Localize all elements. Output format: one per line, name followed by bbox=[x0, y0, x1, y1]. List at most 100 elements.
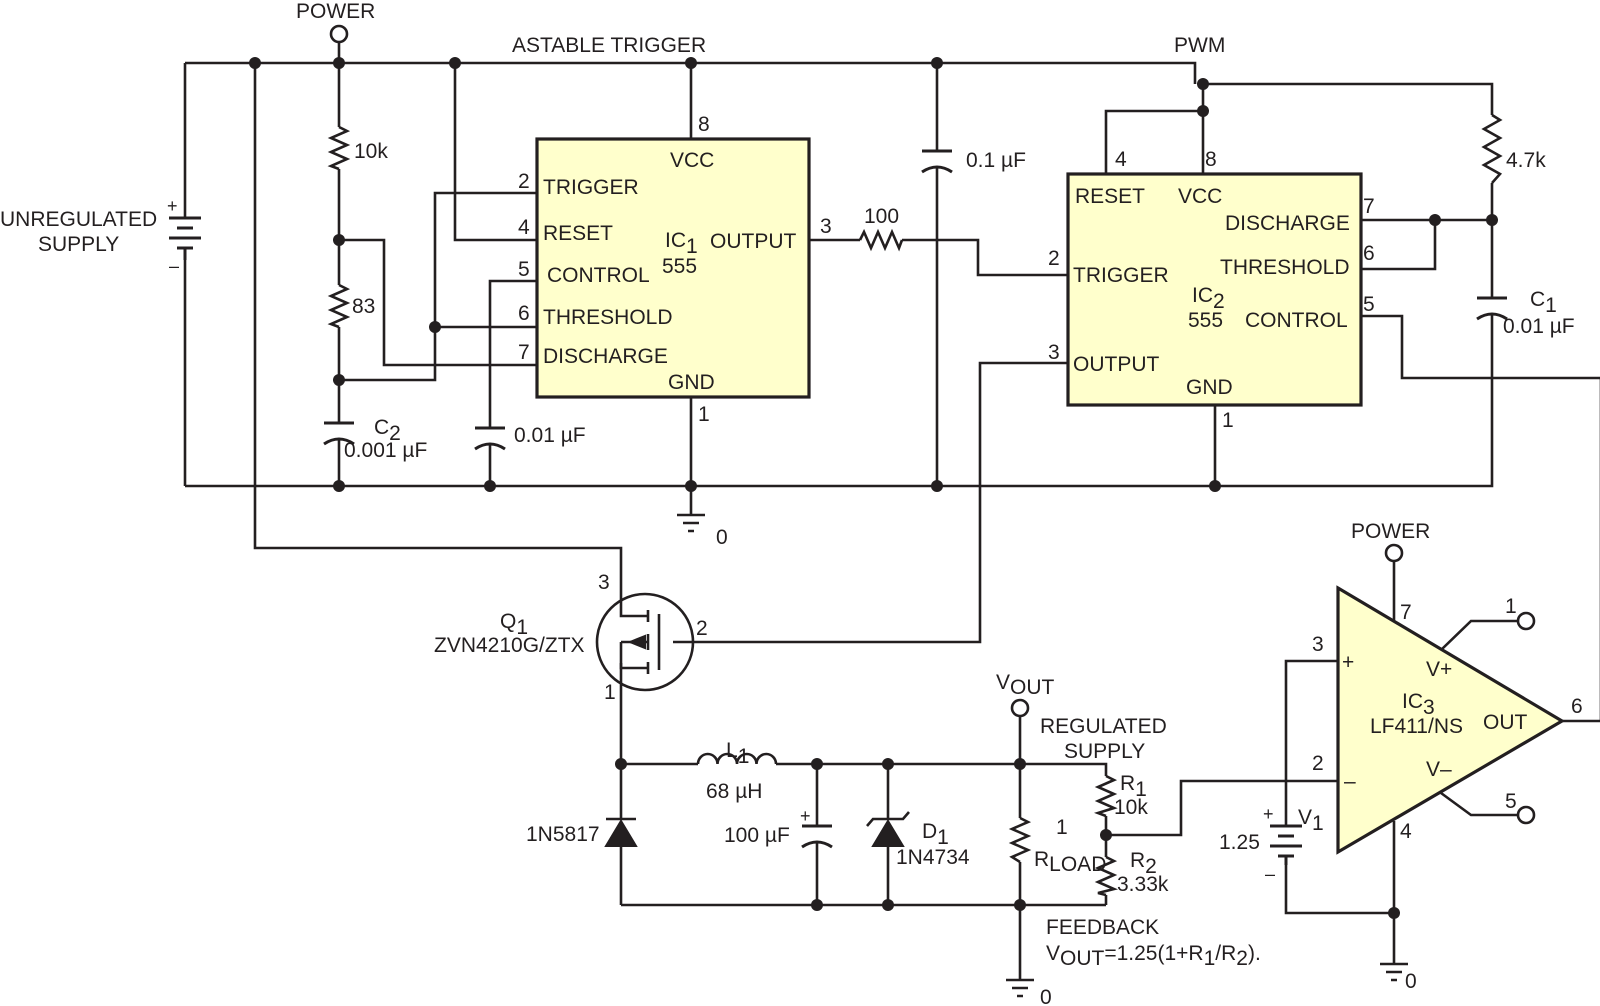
schottky-diode-icon bbox=[604, 817, 638, 847]
ic1-discharge-label: DISCHARGE bbox=[543, 345, 668, 368]
capacitor-100uf-icon bbox=[801, 824, 833, 849]
ic3-in-plus: + bbox=[1342, 651, 1354, 674]
resistor-r1-icon bbox=[1093, 774, 1118, 818]
ic3-pin2: 2 bbox=[1312, 752, 1324, 775]
l1-name: L1 bbox=[726, 739, 749, 768]
capacitor-control-icon bbox=[474, 426, 506, 451]
astable-trigger-label: ASTABLE TRIGGER bbox=[512, 34, 706, 57]
ic2-gnd-label: GND bbox=[1186, 376, 1233, 399]
r2-name: R2 bbox=[1130, 849, 1157, 878]
ic2-pin1: 1 bbox=[1222, 409, 1234, 432]
ic3-out: OUT bbox=[1483, 711, 1528, 734]
ic2-trigger-label: TRIGGER bbox=[1073, 264, 1169, 287]
ic1-trigger-label: TRIGGER bbox=[543, 176, 639, 199]
ic1-name: IC1 bbox=[665, 229, 698, 258]
ground-symbols bbox=[677, 513, 1408, 998]
r100-label: 100 bbox=[864, 205, 899, 228]
ic1-vcc-label: VCC bbox=[670, 149, 714, 172]
ic3-pin3: 3 bbox=[1312, 633, 1324, 656]
resistor-100-icon bbox=[858, 228, 904, 252]
ic2-pin2: 2 bbox=[1048, 247, 1060, 270]
battery-v1-icon bbox=[1270, 824, 1302, 865]
ground-icon bbox=[1006, 978, 1034, 998]
ic1-threshold-label: THRESHOLD bbox=[543, 306, 673, 329]
ic3-pin1: 1 bbox=[1505, 595, 1517, 618]
vout-formula: VOUT=1.25(1+R1/R2). bbox=[1046, 942, 1261, 970]
pwm-label: PWM bbox=[1174, 34, 1225, 57]
resistor-10k-icon bbox=[327, 125, 351, 171]
q1-name: Q1 bbox=[500, 610, 528, 639]
v1-name: V1 bbox=[1298, 806, 1324, 835]
ic3-pin5: 5 bbox=[1505, 790, 1517, 813]
v1-plus: + bbox=[1263, 804, 1274, 824]
r1-value: 10k bbox=[1114, 796, 1148, 819]
rload-num: 1 bbox=[1056, 816, 1068, 839]
ic3-name: IC3 bbox=[1402, 690, 1435, 719]
power-label-top: POWER bbox=[296, 0, 375, 23]
ic2-discharge-label: DISCHARGE bbox=[1225, 212, 1350, 235]
ground-label-2: 0 bbox=[1040, 986, 1052, 1006]
ic1-pin4: 4 bbox=[518, 216, 530, 239]
ground-icon bbox=[1380, 962, 1408, 982]
ic3-in-minus: – bbox=[1344, 770, 1356, 793]
resistors bbox=[327, 113, 1503, 897]
ic2-pin5: 5 bbox=[1363, 293, 1375, 316]
q1-part: ZVN4210G/ZTX bbox=[434, 634, 585, 657]
r10k-label: 10k bbox=[354, 140, 388, 163]
ic1-555-box bbox=[535, 137, 811, 399]
ic2-name: IC2 bbox=[1192, 284, 1225, 313]
supply-label: SUPPLY bbox=[38, 233, 119, 256]
opamp-pin5-terminal bbox=[1516, 805, 1536, 825]
rload-label: RLOAD bbox=[1034, 848, 1106, 876]
ic2-part: 555 bbox=[1188, 309, 1223, 332]
ic2-vcc-label: VCC bbox=[1178, 185, 1222, 208]
c2-name: C2 bbox=[374, 416, 401, 445]
regulated-supply-label: SUPPLY bbox=[1064, 740, 1145, 763]
ic1-pin5: 5 bbox=[518, 258, 530, 281]
ic2-output-label: OUTPUT bbox=[1073, 353, 1160, 376]
c-out-plus: + bbox=[800, 806, 811, 826]
ic2-threshold-label: THRESHOLD bbox=[1220, 256, 1350, 279]
power-label-opamp: POWER bbox=[1351, 520, 1430, 543]
ic3-part: LF411/NS bbox=[1370, 715, 1463, 738]
ic2-555-box bbox=[1066, 172, 1363, 407]
ic3-pin6: 6 bbox=[1571, 695, 1583, 718]
v1-value: 1.25 bbox=[1219, 831, 1260, 854]
vout-label: VOUT bbox=[996, 671, 1055, 699]
q1-pin3: 3 bbox=[598, 571, 610, 594]
ic1-pin7: 7 bbox=[518, 341, 530, 364]
ic2-pin8: 8 bbox=[1205, 148, 1217, 171]
c1-name: C1 bbox=[1530, 288, 1557, 317]
c-0-1uf-value: 0.1 µF bbox=[966, 149, 1026, 172]
zener-diode-icon bbox=[866, 811, 910, 847]
power-terminal-opamp bbox=[1384, 543, 1404, 563]
capacitors bbox=[323, 149, 1508, 849]
resistor-r2-icon bbox=[1094, 855, 1119, 897]
c2-value: 0.001 µF bbox=[344, 439, 427, 462]
r47k-label: 4.7k bbox=[1506, 149, 1546, 172]
v1-minus: – bbox=[1265, 864, 1275, 884]
battery-minus-label: – bbox=[169, 256, 179, 276]
inductor-l1-icon bbox=[696, 752, 778, 765]
ic3-pin4: 4 bbox=[1400, 820, 1412, 843]
resistor-83-icon bbox=[327, 283, 351, 329]
ic1-pin3: 3 bbox=[820, 215, 832, 238]
unregulated-label: UNREGULATED bbox=[0, 208, 157, 231]
ic2-pin6: 6 bbox=[1363, 242, 1375, 265]
d1-name: D1 bbox=[922, 820, 949, 849]
c-out-value: 100 µF bbox=[724, 824, 790, 847]
ic3-opamp-triangle bbox=[1336, 585, 1566, 855]
opamp-pin1-terminal bbox=[1516, 611, 1536, 631]
ground-label-1: 0 bbox=[716, 526, 728, 549]
ic2-pin7: 7 bbox=[1363, 195, 1375, 218]
ic3-vminus: V– bbox=[1426, 758, 1452, 781]
q1-pin1: 1 bbox=[604, 681, 616, 704]
junctions bbox=[249, 57, 1498, 919]
ic1-control-label: CONTROL bbox=[547, 264, 650, 287]
ic1-reset-label: RESET bbox=[543, 222, 613, 245]
r1-name: R1 bbox=[1120, 772, 1147, 801]
ic1-pin6: 6 bbox=[518, 302, 530, 325]
r83-label: 83 bbox=[352, 295, 375, 318]
power-terminal-top bbox=[329, 24, 349, 44]
